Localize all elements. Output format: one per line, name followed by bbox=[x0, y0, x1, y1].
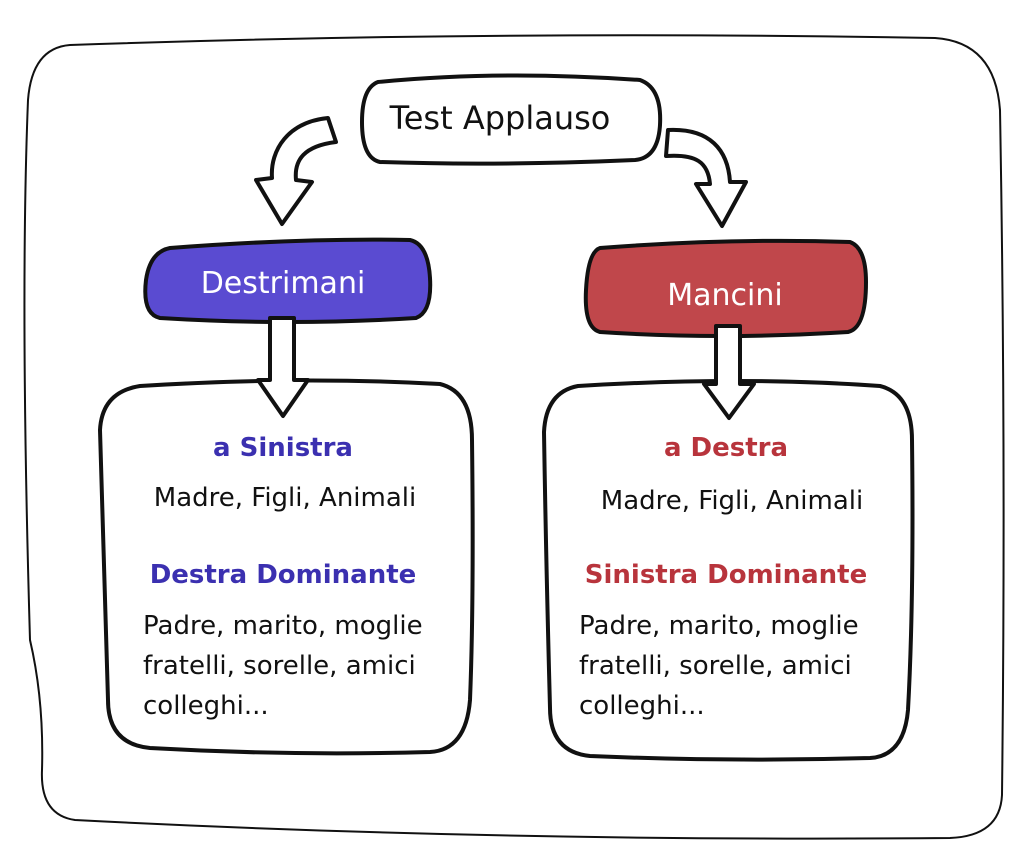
left-side-heading: a Sinistra bbox=[213, 433, 353, 463]
down-arrow-left bbox=[256, 316, 310, 418]
right-node-label: Mancini bbox=[667, 278, 783, 313]
left-dominant-line: Padre, marito, moglie bbox=[143, 611, 423, 641]
left-side-items: Madre, Figli, Animali bbox=[153, 483, 417, 513]
left-dominant-heading: Destra Dominante bbox=[149, 560, 417, 590]
right-dominant-list: Padre, marito, moglie fratelli, sorelle,… bbox=[579, 606, 859, 726]
right-dominant-line: fratelli, sorelle, amici bbox=[579, 651, 852, 681]
root-label: Test Applauso bbox=[389, 99, 611, 137]
right-content-box bbox=[542, 379, 915, 762]
right-dominant-heading: Sinistra Dominante bbox=[584, 560, 868, 590]
right-side-items: Madre, Figli, Animali bbox=[600, 486, 864, 516]
down-arrow-right bbox=[702, 324, 756, 420]
right-side-heading: a Destra bbox=[663, 433, 789, 463]
left-node-label: Destrimani bbox=[200, 266, 366, 301]
right-dominant-line: colleghi... bbox=[579, 691, 705, 721]
left-node-box bbox=[143, 237, 433, 324]
curved-arrow-left bbox=[254, 116, 338, 226]
curved-arrow-right bbox=[664, 127, 748, 228]
left-dominant-line: colleghi... bbox=[143, 691, 269, 721]
root-box bbox=[360, 73, 663, 166]
right-node-box bbox=[583, 238, 868, 338]
left-dominant-list: Padre, marito, moglie fratelli, sorelle,… bbox=[143, 606, 423, 726]
left-content-box bbox=[98, 378, 475, 756]
left-dominant-line: fratelli, sorelle, amici bbox=[143, 651, 416, 681]
right-dominant-line: Padre, marito, moglie bbox=[579, 611, 859, 641]
